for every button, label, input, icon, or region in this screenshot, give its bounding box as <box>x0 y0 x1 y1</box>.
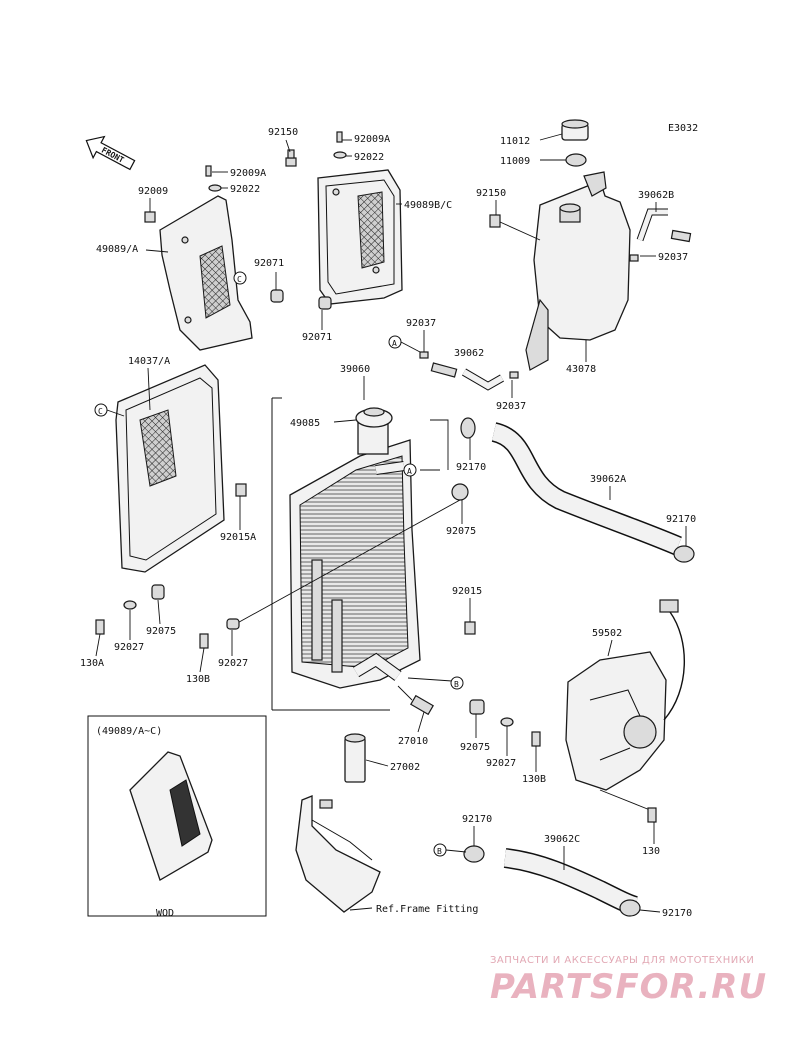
label-49085: 49085 <box>290 418 320 429</box>
watermark-logo: PARTSFOR.RU <box>490 967 767 1007</box>
label-92150-top: 92150 <box>268 127 298 138</box>
label-92071-a: 92071 <box>254 258 284 269</box>
label-92071-b: 92071 <box>302 332 332 343</box>
cooling-fan <box>565 599 685 811</box>
svg-text:B: B <box>454 680 459 689</box>
label-11012: 11012 <box>500 136 530 147</box>
label-92022-top: 92022 <box>354 152 384 163</box>
label-wod: WOD <box>156 908 174 919</box>
label-92037-tank: 92037 <box>658 252 688 263</box>
label-92027-b: 92027 <box>486 758 516 769</box>
fasteners-mid <box>95 584 476 649</box>
shroud-right <box>317 169 403 305</box>
part-labels: 92150 92009A 92022 92009A 92022 92009 49… <box>80 127 696 919</box>
label-130: 130 <box>642 846 660 857</box>
radiator-box-frame <box>271 397 390 711</box>
callout-c-1: C <box>233 271 247 285</box>
callout-c-2: C <box>94 403 108 417</box>
label-39060: 39060 <box>340 364 370 375</box>
label-27002: 27002 <box>390 762 420 773</box>
label-92037-b: 92037 <box>496 401 526 412</box>
inset-wod-box <box>87 715 267 917</box>
reservoir-tank <box>525 119 631 371</box>
callout-b-2: B <box>433 843 447 857</box>
thermo-switch <box>397 677 453 716</box>
label-92027-left: 92027 <box>114 642 144 653</box>
svg-text:C: C <box>237 275 242 284</box>
label-92037-a: 92037 <box>406 318 436 329</box>
radiator-cap <box>355 407 393 428</box>
label-130a: 130A <box>80 658 104 669</box>
label-92170-d: 92170 <box>662 908 692 919</box>
label-27010: 27010 <box>398 736 428 747</box>
hose-39062A <box>460 417 695 563</box>
label-39062c: 39062C <box>544 834 580 845</box>
label-130b: 130B <box>186 674 210 685</box>
svg-text:C: C <box>98 407 103 416</box>
label-14037a: 14037/A <box>128 356 170 367</box>
watermark: ЗАПЧАСТИ И АКСЕССУАРЫ ДЛЯ МОТОТЕХНИКИ PA… <box>490 955 767 1007</box>
label-ref-frame: Ref.Frame Fitting <box>376 904 478 915</box>
callout-a-2: A <box>403 463 417 477</box>
hose-39062C <box>463 845 641 917</box>
label-43078: 43078 <box>566 364 596 375</box>
label-49089bc: 49089B/C <box>404 200 452 211</box>
label-92015a: 92015A <box>220 532 256 543</box>
label-92027-mid: 92027 <box>218 658 248 669</box>
label-59502: 59502 <box>592 628 622 639</box>
label-92075-left: 92075 <box>146 626 176 637</box>
label-92075-a: 92075 <box>446 526 476 537</box>
label-92170-b: 92170 <box>666 514 696 525</box>
fasteners-low <box>469 699 657 823</box>
svg-text:B: B <box>437 847 442 856</box>
radiator-core <box>289 414 421 689</box>
label-39062a: 39062A <box>590 474 626 485</box>
shroud-left <box>159 195 253 351</box>
label-39062: 39062 <box>454 348 484 359</box>
svg-text:A: A <box>392 339 397 348</box>
leader-lines <box>95 133 687 913</box>
label-92170-c: 92170 <box>462 814 492 825</box>
label-92150-tank: 92150 <box>476 188 506 199</box>
label-11009: 11009 <box>500 156 530 167</box>
label-49089a: 49089/A <box>96 244 138 255</box>
label-39062b: 39062B <box>638 190 674 201</box>
reservoir-bracket <box>295 733 381 913</box>
label-92170-a: 92170 <box>456 462 486 473</box>
radiator-guard <box>115 364 247 573</box>
label-92009-left: 92009 <box>138 186 168 197</box>
label-92009a-top: 92009A <box>354 134 390 145</box>
label-92075-b: 92075 <box>460 742 490 753</box>
watermark-line1: ЗАПЧАСТИ И АКСЕССУАРЫ ДЛЯ МОТОТЕХНИКИ <box>490 955 754 966</box>
label-92015: 92015 <box>452 586 482 597</box>
svg-text:A: A <box>407 467 412 476</box>
label-49089ac: (49089/A~C) <box>96 726 162 737</box>
label-130b-b: 130B <box>522 774 546 785</box>
label-92009a-left: 92009A <box>230 168 266 179</box>
callout-a-1: A <box>388 335 402 349</box>
callout-b-1: B <box>450 676 464 690</box>
front-arrow-icon: FRONT <box>85 135 136 171</box>
diagram-code: E3032 <box>668 123 698 134</box>
label-92022-left: 92022 <box>230 184 260 195</box>
